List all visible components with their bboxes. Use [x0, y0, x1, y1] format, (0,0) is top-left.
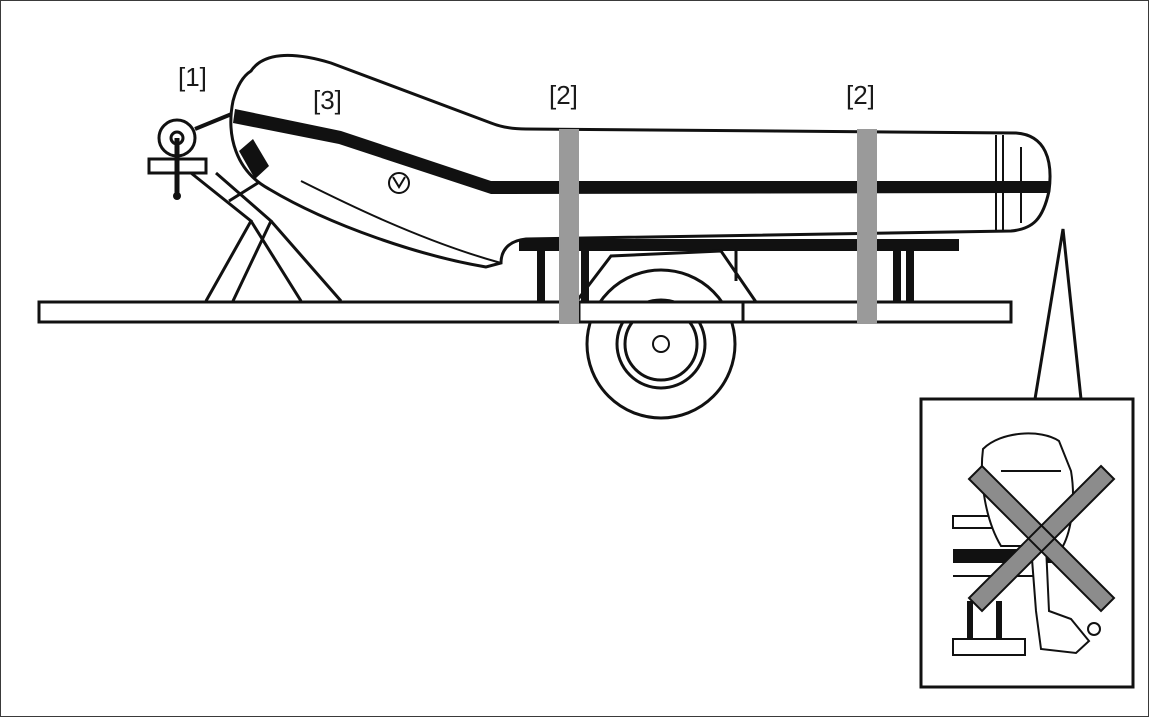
inflatable-boat [229, 53, 1052, 269]
callout-winch-strap: [1] [178, 62, 207, 92]
zoom-pointer [1033, 228, 1083, 400]
callout-rope-line: [3] [313, 85, 342, 115]
trailer-bed [37, 300, 1013, 324]
trailer-wheel-icon [585, 268, 737, 420]
winch-icon [157, 118, 197, 200]
callout-tie-down-front: [2] [549, 80, 578, 110]
inset-prohibited-motor [919, 397, 1135, 689]
axle-frame [574, 249, 758, 303]
tie-down-strap-front [559, 129, 579, 324]
prohibited-x-icon [969, 466, 1115, 612]
callout-tie-down-rear: [2] [846, 80, 875, 110]
bunk-support [519, 239, 959, 303]
tie-down-strap-rear [857, 129, 877, 324]
